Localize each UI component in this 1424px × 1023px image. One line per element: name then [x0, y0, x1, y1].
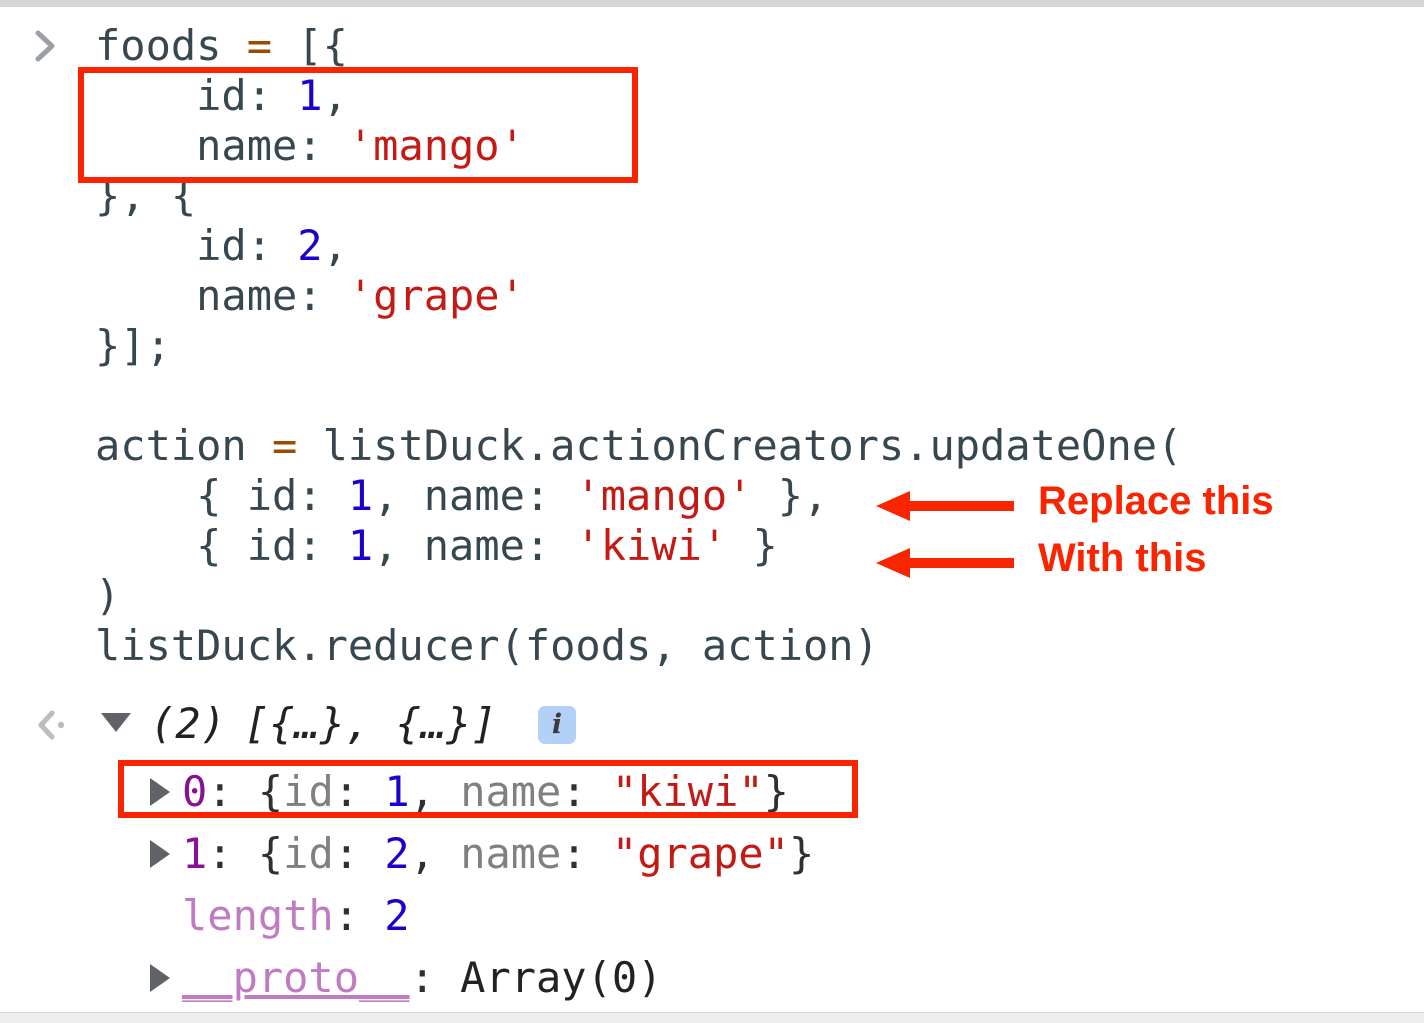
code-token: }, {: [95, 171, 197, 220]
code-token: ,: [409, 767, 461, 816]
property-value-length: 2: [384, 891, 410, 940]
code-token: }];: [95, 321, 171, 370]
code-token: action: [95, 421, 273, 470]
annotation-label-replace: Replace this: [1038, 479, 1274, 523]
output-array-preview: [{…}, {…}]: [243, 699, 497, 748]
array-index: 0: [182, 767, 208, 816]
code-line-call-close: ): [95, 571, 120, 621]
code-line-action-assign: action = listDuck.actionCreators.updateO…: [95, 421, 1182, 471]
code-token: { id:: [95, 521, 348, 570]
code-token: { id:: [95, 471, 348, 520]
code-token: :: [409, 953, 461, 1002]
code-token: }: [763, 767, 789, 816]
code-token: listDuck.reducer(foods, action): [95, 621, 879, 670]
disclosure-triangle-row-0-icon[interactable]: [150, 778, 170, 806]
code-token: , name:: [373, 471, 576, 520]
code-token-string: 'mango': [347, 121, 525, 170]
code-line-reducer-call: listDuck.reducer(foods, action): [95, 621, 879, 671]
code-token: : {: [207, 767, 284, 816]
code-token: :: [333, 891, 385, 940]
object-key: name: [460, 829, 562, 878]
code-line-array-close: }];: [95, 321, 171, 371]
disclosure-triangle-expanded-icon[interactable]: [101, 713, 131, 732]
code-token: :: [561, 767, 612, 816]
code-token: }: [727, 521, 778, 570]
object-key: name: [460, 767, 562, 816]
code-token: [{: [272, 21, 348, 70]
property-key-proto: __proto__: [182, 953, 410, 1002]
code-token-operator: =: [246, 21, 273, 70]
code-token: name:: [95, 271, 348, 320]
code-token: id:: [95, 221, 298, 270]
code-token-number: 1: [347, 471, 374, 520]
property-value-proto: Array(0): [460, 953, 663, 1002]
annotation-arrow-with-icon: [876, 546, 1016, 580]
array-index: 1: [182, 829, 208, 878]
object-key: id: [283, 767, 334, 816]
code-token-string: 'mango': [575, 471, 753, 520]
output-row-length[interactable]: length: 2: [182, 891, 410, 941]
code-line-object-separator: }, {: [95, 171, 196, 221]
code-token-string: 'grape': [347, 271, 525, 320]
code-line-foods-open: foods = [{: [95, 21, 348, 71]
code-line-name-grape: name: 'grape': [95, 271, 525, 321]
object-value-number: 1: [384, 767, 410, 816]
code-token: }: [788, 829, 815, 878]
code-line-arg-mango: { id: 1, name: 'mango' },: [95, 471, 828, 521]
object-value-number: 2: [384, 829, 410, 878]
code-token: ,: [409, 829, 461, 878]
code-token-number: 1: [347, 521, 374, 570]
code-token: id:: [95, 71, 298, 120]
code-token-operator: =: [272, 421, 298, 470]
code-token-number: 2: [297, 221, 323, 270]
annotation-label-with: With this: [1038, 536, 1207, 580]
code-line-id-2: id: 2,: [95, 221, 348, 271]
info-badge-icon[interactable]: i: [538, 706, 576, 744]
code-line-arg-kiwi: { id: 1, name: 'kiwi' }: [95, 521, 778, 571]
code-token-number: 1: [297, 71, 323, 120]
code-token: },: [752, 471, 829, 520]
devtools-console-panel: foods = [{ id: 1, name: 'mango' }, { id:…: [0, 7, 1424, 1012]
object-key: id: [283, 829, 334, 878]
property-key-length: length: [182, 891, 334, 940]
code-token: name:: [95, 121, 348, 170]
code-token: :: [333, 829, 385, 878]
code-token: ,: [322, 221, 348, 270]
return-arrow-icon: [32, 707, 72, 743]
disclosure-triangle-proto-icon[interactable]: [150, 964, 170, 992]
code-token: ): [95, 571, 121, 620]
code-token: :: [561, 829, 612, 878]
output-summary-line[interactable]: (2) [{…}, {…}]: [150, 699, 497, 749]
code-line-id-1: id: 1,: [95, 71, 348, 121]
code-token: , name:: [373, 521, 576, 570]
annotation-arrow-replace-icon: [876, 489, 1016, 523]
code-token: listDuck.actionCreators.updateOne(: [297, 421, 1183, 470]
output-array-count: (2): [150, 699, 226, 748]
code-token: foods: [95, 21, 247, 70]
code-line-name-mango: name: 'mango': [95, 121, 525, 171]
window-top-band: [0, 0, 1424, 7]
code-token-string: 'kiwi': [575, 521, 728, 570]
object-value-string: "grape": [611, 829, 789, 878]
output-row-1[interactable]: 1: {id: 2, name: "grape"}: [182, 829, 814, 879]
disclosure-triangle-row-1-icon[interactable]: [150, 840, 170, 868]
code-token: : {: [207, 829, 284, 878]
object-value-string: "kiwi": [611, 767, 764, 816]
code-token: :: [333, 767, 385, 816]
code-token: ,: [322, 71, 348, 120]
output-row-0[interactable]: 0: {id: 1, name: "kiwi"}: [182, 767, 789, 817]
window-bottom-band: [0, 1012, 1424, 1023]
chevron-right-icon: [33, 29, 61, 63]
output-row-proto[interactable]: __proto__: Array(0): [182, 953, 662, 1003]
